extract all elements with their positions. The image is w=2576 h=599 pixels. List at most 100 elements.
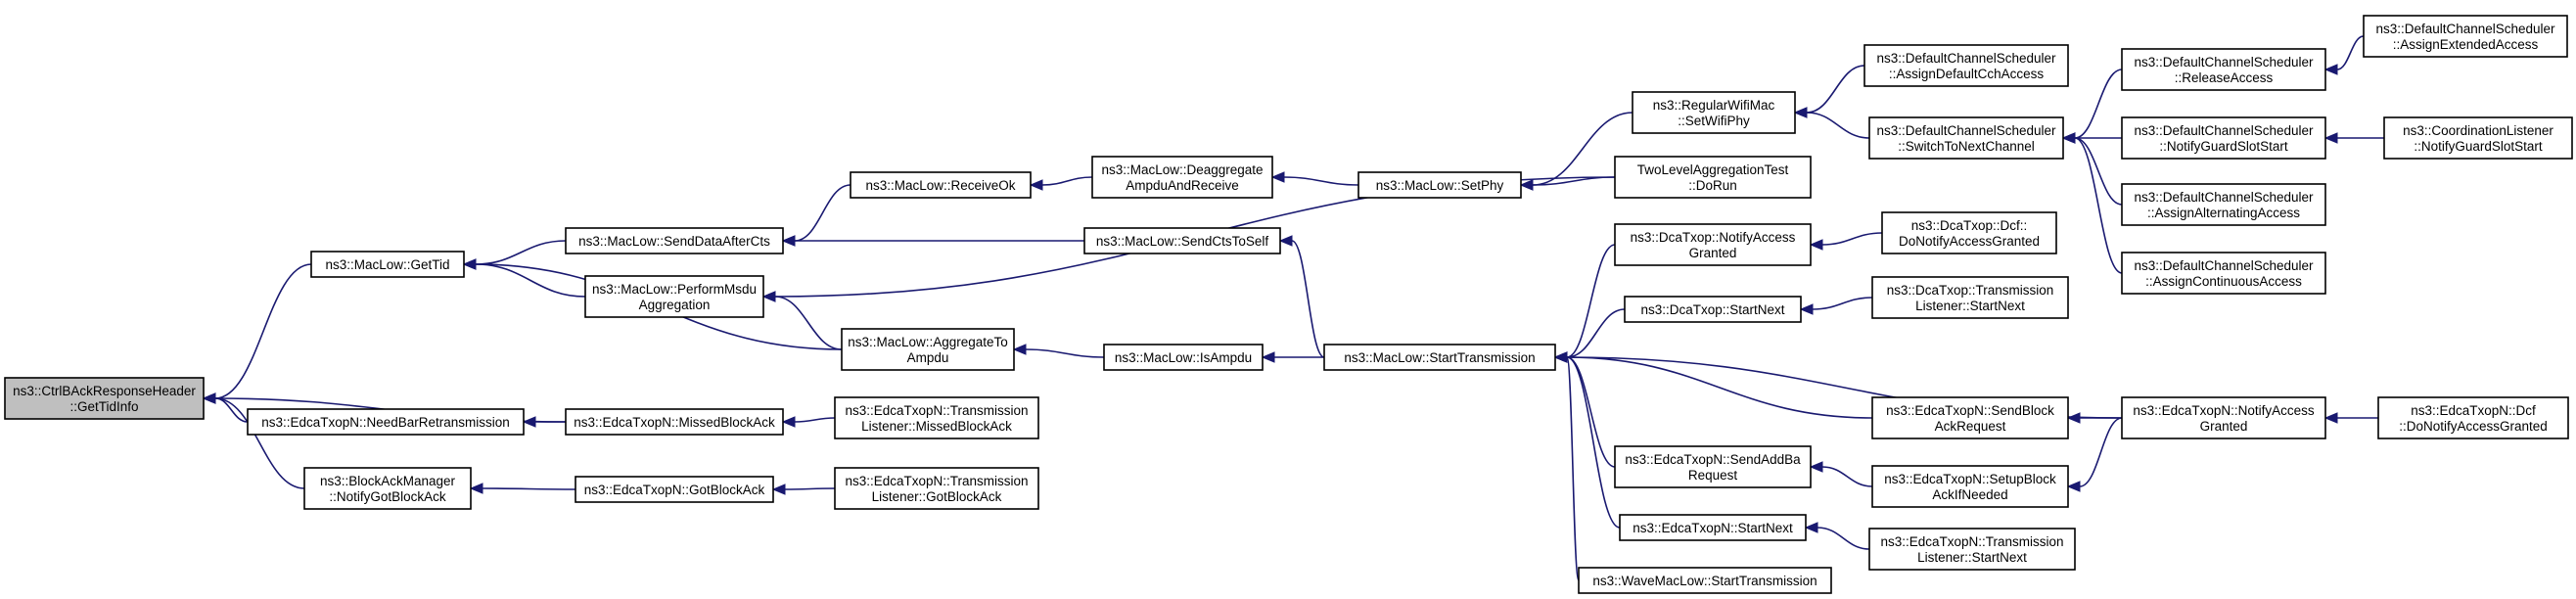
edge-n19-to-n16 bbox=[1553, 244, 1616, 363]
function-node[interactable]: ns3::EdcaTxopN::NeedBarRetransmission bbox=[247, 408, 525, 436]
edge-line bbox=[1041, 176, 1093, 186]
arrowhead-icon bbox=[469, 483, 483, 494]
edge-line bbox=[774, 296, 843, 350]
edge-line bbox=[1566, 244, 1616, 358]
edge-line bbox=[2079, 417, 2123, 487]
function-node[interactable]: ns3::EdcaTxopN::MissedBlockAck bbox=[565, 408, 784, 436]
function-node[interactable]: ns3::MacLow::SetPhy bbox=[1357, 171, 1522, 199]
function-node[interactable]: ns3::DefaultChannelScheduler::SwitchToNe… bbox=[1868, 116, 2064, 160]
node-box bbox=[1323, 344, 1556, 371]
node-label: ns3::DefaultChannelScheduler bbox=[2134, 190, 2314, 205]
function-node[interactable]: ns3::EdcaTxopN::Dcf::DoNotifyAccessGrant… bbox=[2377, 396, 2569, 439]
node-label: Granted bbox=[1689, 246, 1737, 260]
edge-line bbox=[475, 263, 586, 298]
function-node[interactable]: ns3::MacLow::ReceiveOk bbox=[850, 171, 1032, 199]
function-node[interactable]: TwoLevelAggregationTest::DoRun bbox=[1614, 156, 1812, 199]
edge-n12-to-n7 bbox=[781, 416, 836, 428]
function-node[interactable]: ns3::DcaTxop::Dcf::DoNotifyAccessGranted bbox=[1881, 211, 2057, 254]
function-node[interactable]: ns3::EdcaTxopN::TransmissionListener::St… bbox=[1868, 528, 2076, 571]
edge-line bbox=[214, 397, 305, 489]
arrowhead-icon bbox=[2066, 481, 2081, 492]
edge-n10-to-n4 bbox=[781, 235, 1084, 247]
node-box bbox=[1103, 344, 1264, 371]
node-box bbox=[2121, 252, 2326, 295]
function-node[interactable]: ns3::EdcaTxopN::GotBlockAck bbox=[575, 476, 774, 503]
function-node[interactable]: ns3::DefaultChannelScheduler::AssignExte… bbox=[2363, 15, 2568, 58]
node-label: ns3::EdcaTxopN::SetupBlock bbox=[1884, 472, 2056, 486]
node-label: ns3::WaveMacLow::StartTransmission bbox=[1592, 574, 1817, 588]
node-box bbox=[1632, 91, 1796, 134]
node-label: Listener::GotBlockAck bbox=[872, 489, 1002, 504]
node-box bbox=[2377, 396, 2569, 439]
function-node[interactable]: ns3::DefaultChannelScheduler::AssignDefa… bbox=[1863, 44, 2069, 87]
function-node[interactable]: ns3::DefaultChannelScheduler::NotifyGuar… bbox=[2121, 116, 2326, 160]
node-label: ns3::DcaTxop::Transmission bbox=[1887, 283, 2054, 298]
node-box bbox=[2121, 183, 2326, 226]
edge-n33-to-n25 bbox=[2061, 132, 2123, 206]
node-label: ::AssignExtendedAccess bbox=[2393, 37, 2539, 52]
function-node[interactable]: ns3::MacLow::IsAmpdu bbox=[1103, 344, 1264, 371]
node-box bbox=[1871, 276, 2069, 319]
node-label: ns3::DefaultChannelScheduler bbox=[2375, 22, 2555, 36]
root-node: ns3::CtrlBAckResponseHeader::GetTidInfo bbox=[4, 377, 205, 420]
function-node[interactable]: ns3::DcaTxop::StartNext bbox=[1624, 296, 1802, 323]
edge-line bbox=[1806, 112, 1870, 139]
edge-n36-to-n31 bbox=[2323, 35, 2365, 75]
edge-line bbox=[1817, 527, 1870, 550]
node-label: ::SwitchToNextChannel bbox=[1898, 139, 2035, 154]
node-label: ns3::EdcaTxopN::Transmission bbox=[845, 403, 1028, 418]
function-node[interactable]: ns3::MacLow::GetTid bbox=[310, 251, 465, 278]
function-node[interactable]: ns3::MacLow::SendDataAfterCts bbox=[565, 227, 784, 254]
function-node[interactable]: ns3::DefaultChannelScheduler::ReleaseAcc… bbox=[2121, 48, 2326, 91]
edge-line bbox=[784, 487, 836, 490]
function-node[interactable]: ns3::WaveMacLow::StartTransmission bbox=[1578, 567, 1832, 594]
function-node[interactable]: ns3::DefaultChannelScheduler::AssignCont… bbox=[2121, 252, 2326, 295]
function-node[interactable]: ns3::EdcaTxopN::TransmissionListener::Mi… bbox=[834, 396, 1039, 439]
node-box bbox=[310, 251, 465, 278]
edge-line bbox=[794, 184, 851, 242]
node-label: ns3::DefaultChannelScheduler bbox=[2134, 55, 2314, 69]
function-node[interactable]: ns3::EdcaTxopN::TransmissionListener::Go… bbox=[834, 467, 1039, 510]
function-node[interactable]: ns3::RegularWifiMac::SetWifiPhy bbox=[1632, 91, 1796, 134]
node-box bbox=[2363, 15, 2568, 58]
edge-n22-to-n16 bbox=[1553, 351, 1621, 529]
edge-n34-to-n25 bbox=[2061, 132, 2123, 274]
function-node[interactable]: ns3::DefaultChannelScheduler::AssignAlte… bbox=[2121, 183, 2326, 226]
function-node[interactable]: ns3::MacLow::StartTransmission bbox=[1323, 344, 1556, 371]
node-layer: ns3::CtrlBAckResponseHeader::GetTidInfon… bbox=[4, 15, 2573, 594]
node-box bbox=[565, 408, 784, 436]
edge-n25-to-n17 bbox=[1793, 107, 1870, 139]
edge-line bbox=[1566, 356, 1621, 529]
edge-n18-to-n15 bbox=[1519, 176, 1616, 191]
node-label: ns3::EdcaTxopN::GotBlockAck bbox=[584, 483, 765, 497]
function-node[interactable]: ns3::CoordinationListener::NotifyGuardSl… bbox=[2383, 116, 2573, 160]
function-node[interactable]: ns3::BlockAckManager::NotifyGotBlockAck bbox=[303, 467, 472, 510]
function-node[interactable]: ns3::MacLow::SendCtsToSelf bbox=[1083, 227, 1281, 254]
arrowhead-icon bbox=[2323, 132, 2338, 144]
function-node[interactable]: ns3::EdcaTxopN::NotifyAccessGranted bbox=[2121, 396, 2326, 439]
edge-line bbox=[1821, 232, 1883, 246]
function-node[interactable]: ns3::DcaTxop::NotifyAccessGranted bbox=[1614, 223, 1812, 266]
function-node[interactable]: ns3::DcaTxop::TransmissionListener::Star… bbox=[1871, 276, 2069, 319]
node-label: ::AssignDefaultCchAccess bbox=[1889, 67, 2045, 81]
node-box bbox=[1091, 156, 1273, 199]
arrowhead-icon bbox=[1809, 461, 1823, 473]
node-box bbox=[2121, 396, 2326, 439]
function-node[interactable]: ns3::EdcaTxopN::StartNext bbox=[1619, 514, 1807, 541]
node-label: ns3::EdcaTxopN::SendAddBa bbox=[1625, 452, 1801, 467]
node-box bbox=[1871, 396, 2069, 439]
node-box bbox=[834, 467, 1039, 510]
edge-n30-to-n22 bbox=[1804, 522, 1870, 550]
node-label: ns3::EdcaTxopN::Transmission bbox=[1880, 534, 2063, 549]
node-label: ns3::MacLow::Deaggregate bbox=[1101, 162, 1263, 177]
arrowhead-icon bbox=[781, 235, 796, 247]
edge-n8-to-n3 bbox=[469, 483, 576, 494]
node-box bbox=[2121, 116, 2326, 160]
edge-n37-to-n32 bbox=[2323, 132, 2385, 144]
